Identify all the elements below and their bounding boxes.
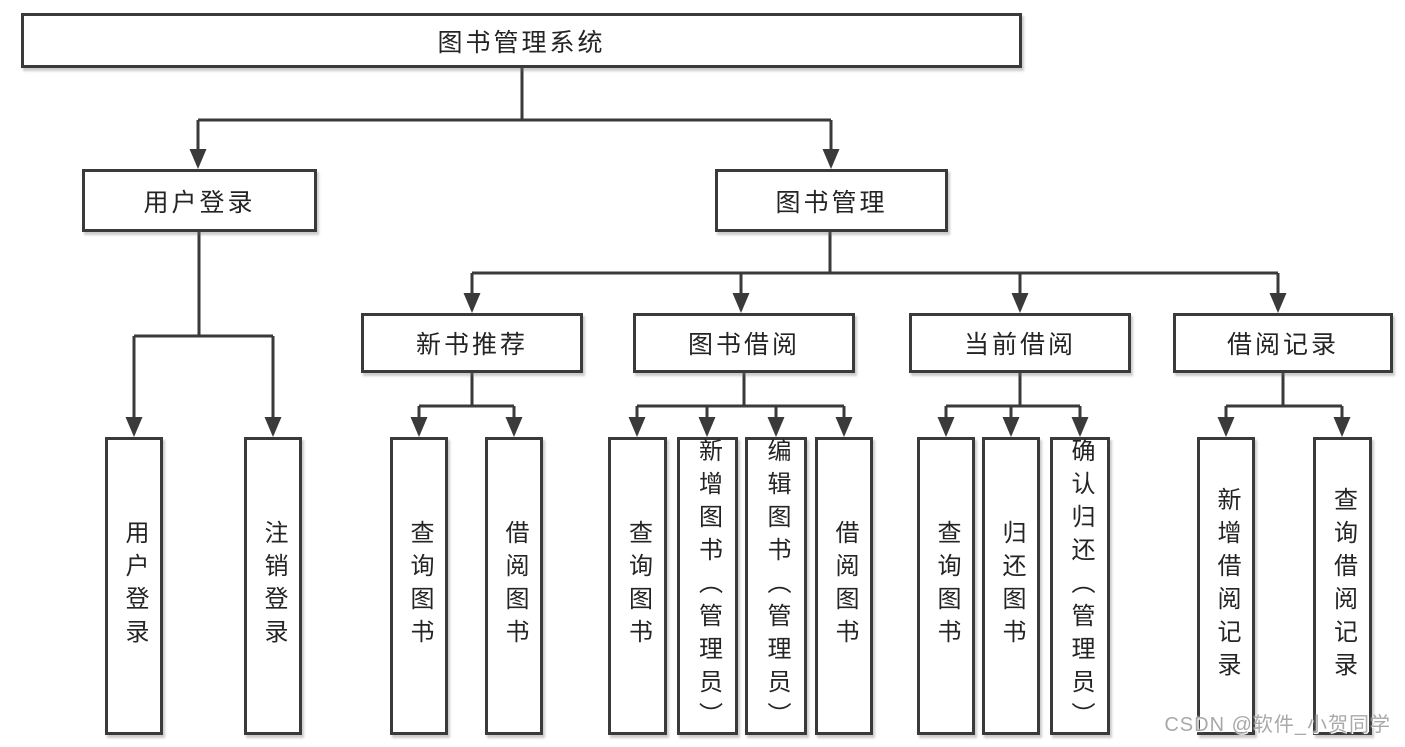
node-label: 新增借阅记录 xyxy=(1213,487,1240,685)
node-label: 确认归还（管理员） xyxy=(1067,437,1094,735)
leaf-user-login: 用户登录 xyxy=(105,437,163,735)
leaf-borrow-add-books-admin: 新增图书（管理员） xyxy=(677,437,738,735)
node-label: 查询图书 xyxy=(933,520,960,652)
node-label: 查询图书 xyxy=(406,520,433,652)
leaf-records-query-record: 查询借阅记录 xyxy=(1313,437,1372,735)
leaf-current-confirm-return-admin: 确认归还（管理员） xyxy=(1050,437,1110,735)
node-book-borrow: 图书借阅 xyxy=(633,313,855,373)
leaf-current-query-books: 查询图书 xyxy=(917,437,975,735)
leaf-records-add-record: 新增借阅记录 xyxy=(1197,437,1255,735)
connector-user-login-group xyxy=(132,232,275,434)
node-new-book-recommend: 新书推荐 xyxy=(361,313,583,373)
connector-records-group xyxy=(1224,373,1344,434)
node-label: 借阅图书 xyxy=(831,520,858,652)
node-label: 借阅图书 xyxy=(501,520,528,652)
leaf-borrow-edit-books-admin: 编辑图书（管理员） xyxy=(745,437,807,735)
connector-borrow-group xyxy=(635,373,846,434)
connector-current-group xyxy=(944,373,1082,434)
node-label: 注销登录 xyxy=(260,520,287,652)
node-label: 查询借阅记录 xyxy=(1329,487,1357,685)
node-label: 用户登录 xyxy=(143,188,256,217)
connector-book-management-to-level3 xyxy=(470,232,1280,310)
leaf-recommend-query-books: 查询图书 xyxy=(390,437,448,735)
node-borrow-records: 借阅记录 xyxy=(1173,313,1393,373)
node-book-management: 图书管理 xyxy=(715,169,948,232)
node-library-management-system: 图书管理系统 xyxy=(21,13,1022,68)
node-label: 图书管理 xyxy=(775,188,888,217)
node-label: 图书借阅 xyxy=(687,331,800,359)
connector-root-to-level2 xyxy=(196,68,833,166)
node-label: 用户登录 xyxy=(121,520,148,652)
csdn-watermark: CSDN @软件_小贺同学 xyxy=(1164,714,1391,736)
node-user-login: 用户登录 xyxy=(82,169,317,232)
leaf-current-return-books: 归还图书 xyxy=(982,437,1040,735)
node-label: 新增图书（管理员） xyxy=(694,437,722,735)
leaf-borrow-query-books: 查询图书 xyxy=(608,437,667,735)
leaf-borrow-borrow-books: 借阅图书 xyxy=(815,437,873,735)
node-label: 归还图书 xyxy=(998,520,1025,652)
node-label: 图书管理系统 xyxy=(437,28,606,57)
node-label: 当前借阅 xyxy=(963,331,1076,359)
leaf-logout: 注销登录 xyxy=(244,437,302,735)
node-label: 新书推荐 xyxy=(415,331,528,359)
node-label: 编辑图书（管理员） xyxy=(763,437,790,735)
leaf-recommend-borrow-books: 借阅图书 xyxy=(485,437,543,735)
node-current-borrow: 当前借阅 xyxy=(909,313,1131,373)
node-label: 查询图书 xyxy=(624,520,652,652)
node-label: 借阅记录 xyxy=(1226,331,1339,359)
connector-recommend-group xyxy=(417,373,516,434)
